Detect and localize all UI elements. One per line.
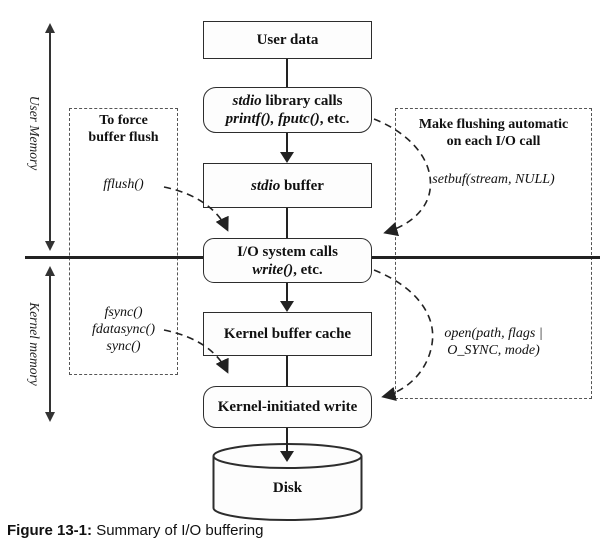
force-flush-title-line1: To force [99, 113, 148, 128]
disk-cylinder-body [212, 456, 363, 521]
figure-caption: Figure 13-1: Summary of I/O buffering [7, 522, 264, 539]
io-system-calls-box: I/O system calls write(), etc. [203, 238, 372, 283]
connector-stdiocalls-stdiobuffer [286, 133, 288, 153]
connector-kernelwrite-disk [286, 428, 288, 452]
auto-flush-panel [395, 108, 592, 399]
kernel-initiated-write-label: Kernel-initiated write [217, 399, 358, 415]
kernel-memory-label: Kernel memory [27, 302, 42, 386]
connector-iocalls-kernelcache [286, 283, 288, 302]
arrowhead-into-kernel-cache [280, 301, 294, 312]
force-flush-title-line2: buffer flush [88, 130, 159, 145]
kernel-buffer-cache-label: Kernel buffer cache [223, 326, 352, 342]
auto-flush-title-line2: on each I/O call [446, 134, 541, 149]
kernel-memory-arrow-line [49, 274, 51, 414]
arrowhead-into-stdio-buffer [280, 152, 294, 163]
user-data-box: User data [203, 21, 372, 59]
auto-flush-title-line1: Make flushing automatic [418, 117, 569, 132]
force-flush-title: To force buffer flush [69, 112, 178, 146]
stdio-library-calls-line2: printf(), fputc(), etc. [225, 111, 350, 127]
fflush-call-label: fflush() [103, 177, 144, 192]
figure-caption-number: Figure 13-1: [7, 522, 93, 539]
user-data-label: User data [256, 32, 319, 48]
user-memory-arrow-line [49, 31, 51, 243]
user-memory-arrow-top [45, 23, 55, 33]
open-call-line1: open(path, flags | [444, 326, 543, 341]
auto-flush-title: Make flushing automatic on each I/O call [395, 116, 592, 150]
connector-kernelcache-kernelwrite [286, 356, 288, 387]
fdatasync-call-label: fdatasync() [92, 322, 155, 337]
stdio-buffer-label: stdio buffer [251, 177, 324, 194]
disk-label: Disk [272, 480, 303, 496]
figure-caption-text: Summary of I/O buffering [92, 522, 264, 539]
connector-userdata-stdiocalls [286, 59, 288, 88]
kernel-memory-arrow-bottom [45, 412, 55, 422]
fsync-call-label: fsync() [104, 305, 143, 320]
open-call-line2: O_SYNC, mode) [447, 343, 540, 358]
setbuf-call-label: setbuf(stream, NULL) [432, 172, 555, 187]
user-memory-label: User Memory [27, 95, 42, 171]
stdio-library-calls-box: stdio library calls printf(), fputc(), e… [203, 87, 372, 133]
io-system-calls-line1: I/O system calls [237, 243, 338, 260]
force-flush-panel [69, 108, 178, 375]
kernel-buffer-cache-box: Kernel buffer cache [203, 312, 372, 356]
open-call-label: open(path, flags | O_SYNC, mode) [395, 325, 592, 359]
kernel-initiated-write-box: Kernel-initiated write [203, 386, 372, 428]
stdio-library-calls-line1: stdio library calls [232, 93, 343, 109]
kernel-memory-arrow-top [45, 266, 55, 276]
sync-call-label: sync() [106, 339, 141, 354]
connector-stdiobuffer-iocalls [286, 208, 288, 239]
sync-calls-label: fsync() fdatasync() sync() [69, 304, 178, 355]
arrowhead-into-disk [280, 451, 294, 462]
io-system-calls-line2: write(), etc. [252, 261, 323, 278]
stdio-buffer-box: stdio buffer [203, 163, 372, 208]
user-memory-arrow-bottom [45, 241, 55, 251]
